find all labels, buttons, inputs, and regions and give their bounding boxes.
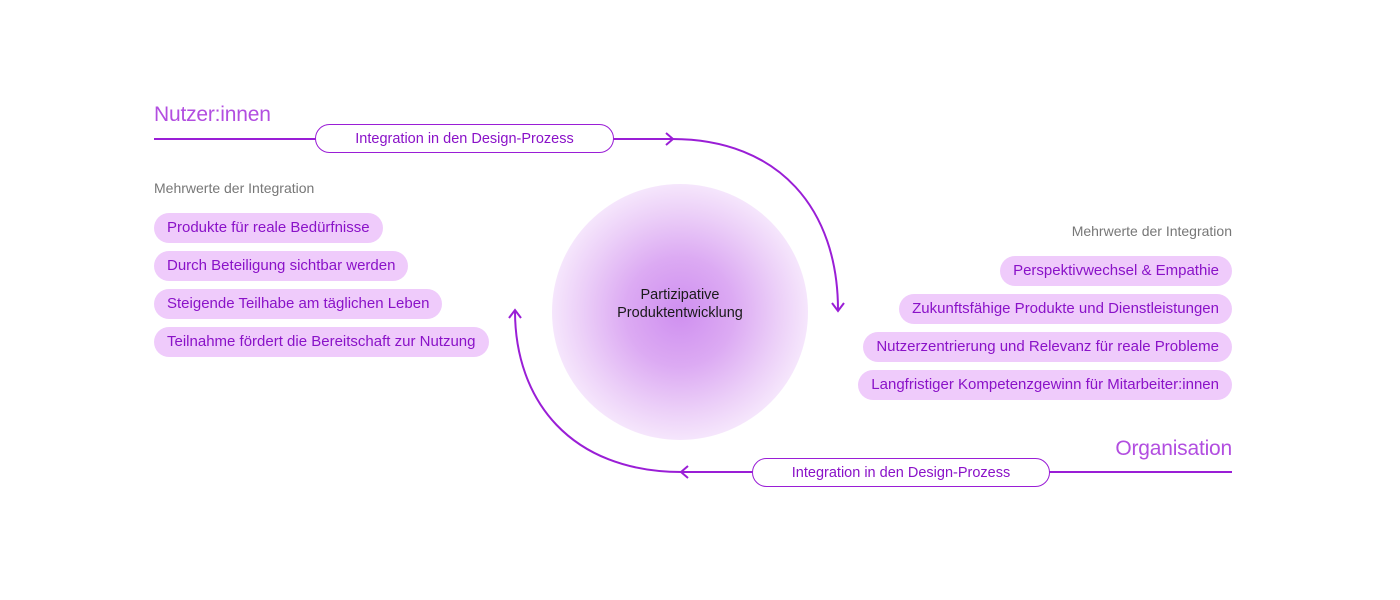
org-benefit-item: Nutzerzentrierung und Relevanz für reale… <box>863 332 1232 362</box>
bottom-arrowhead-left-icon <box>679 465 689 479</box>
bottom-arrowhead-up-icon <box>508 308 522 319</box>
center-label-line2: Produktentwicklung <box>617 305 743 321</box>
user-benefit-item: Produkte für reale Bedürfnisse <box>154 213 383 243</box>
top-flow-line-right <box>612 138 672 140</box>
top-curve-arrow <box>671 138 839 311</box>
org-benefit-item: Zukunftsfähige Produkte und Dienstleistu… <box>899 294 1232 324</box>
center-label: Partizipative Produktentwicklung <box>580 286 780 322</box>
user-benefit-item: Steigende Teilhabe am täglichen Leben <box>154 289 443 319</box>
top-flow-label: Integration in den Design-Prozess <box>315 124 614 153</box>
actor-title-organisation: Organisation <box>1115 437 1232 460</box>
center-glow <box>552 184 808 440</box>
user-benefit-item: Durch Beteiligung sichtbar werden <box>154 251 409 281</box>
org-benefit-item: Perspektivwechsel & Empathie <box>1000 256 1232 286</box>
top-arrowhead-down-icon <box>831 302 845 313</box>
bottom-flow-line-right <box>1048 471 1232 473</box>
user-benefit-item: Teilnahme fördert die Bereitschaft zur N… <box>154 327 489 357</box>
top-flow-line-left <box>154 138 316 140</box>
center-label-line1: Partizipative <box>640 287 720 303</box>
org-benefit-item: Langfristiger Kompetenzgewinn für Mitarb… <box>858 370 1232 400</box>
bottom-flow-line-left <box>682 471 754 473</box>
top-arrowhead-right-icon <box>665 132 675 146</box>
top-benefits-heading: Mehrwerte der Integration <box>154 180 315 196</box>
bottom-benefits-heading: Mehrwerte der Integration <box>1071 223 1232 239</box>
actor-title-users: Nutzer:innen <box>154 103 271 126</box>
bottom-curve-arrow <box>514 310 683 473</box>
bottom-flow-label: Integration in den Design-Prozess <box>752 458 1050 487</box>
